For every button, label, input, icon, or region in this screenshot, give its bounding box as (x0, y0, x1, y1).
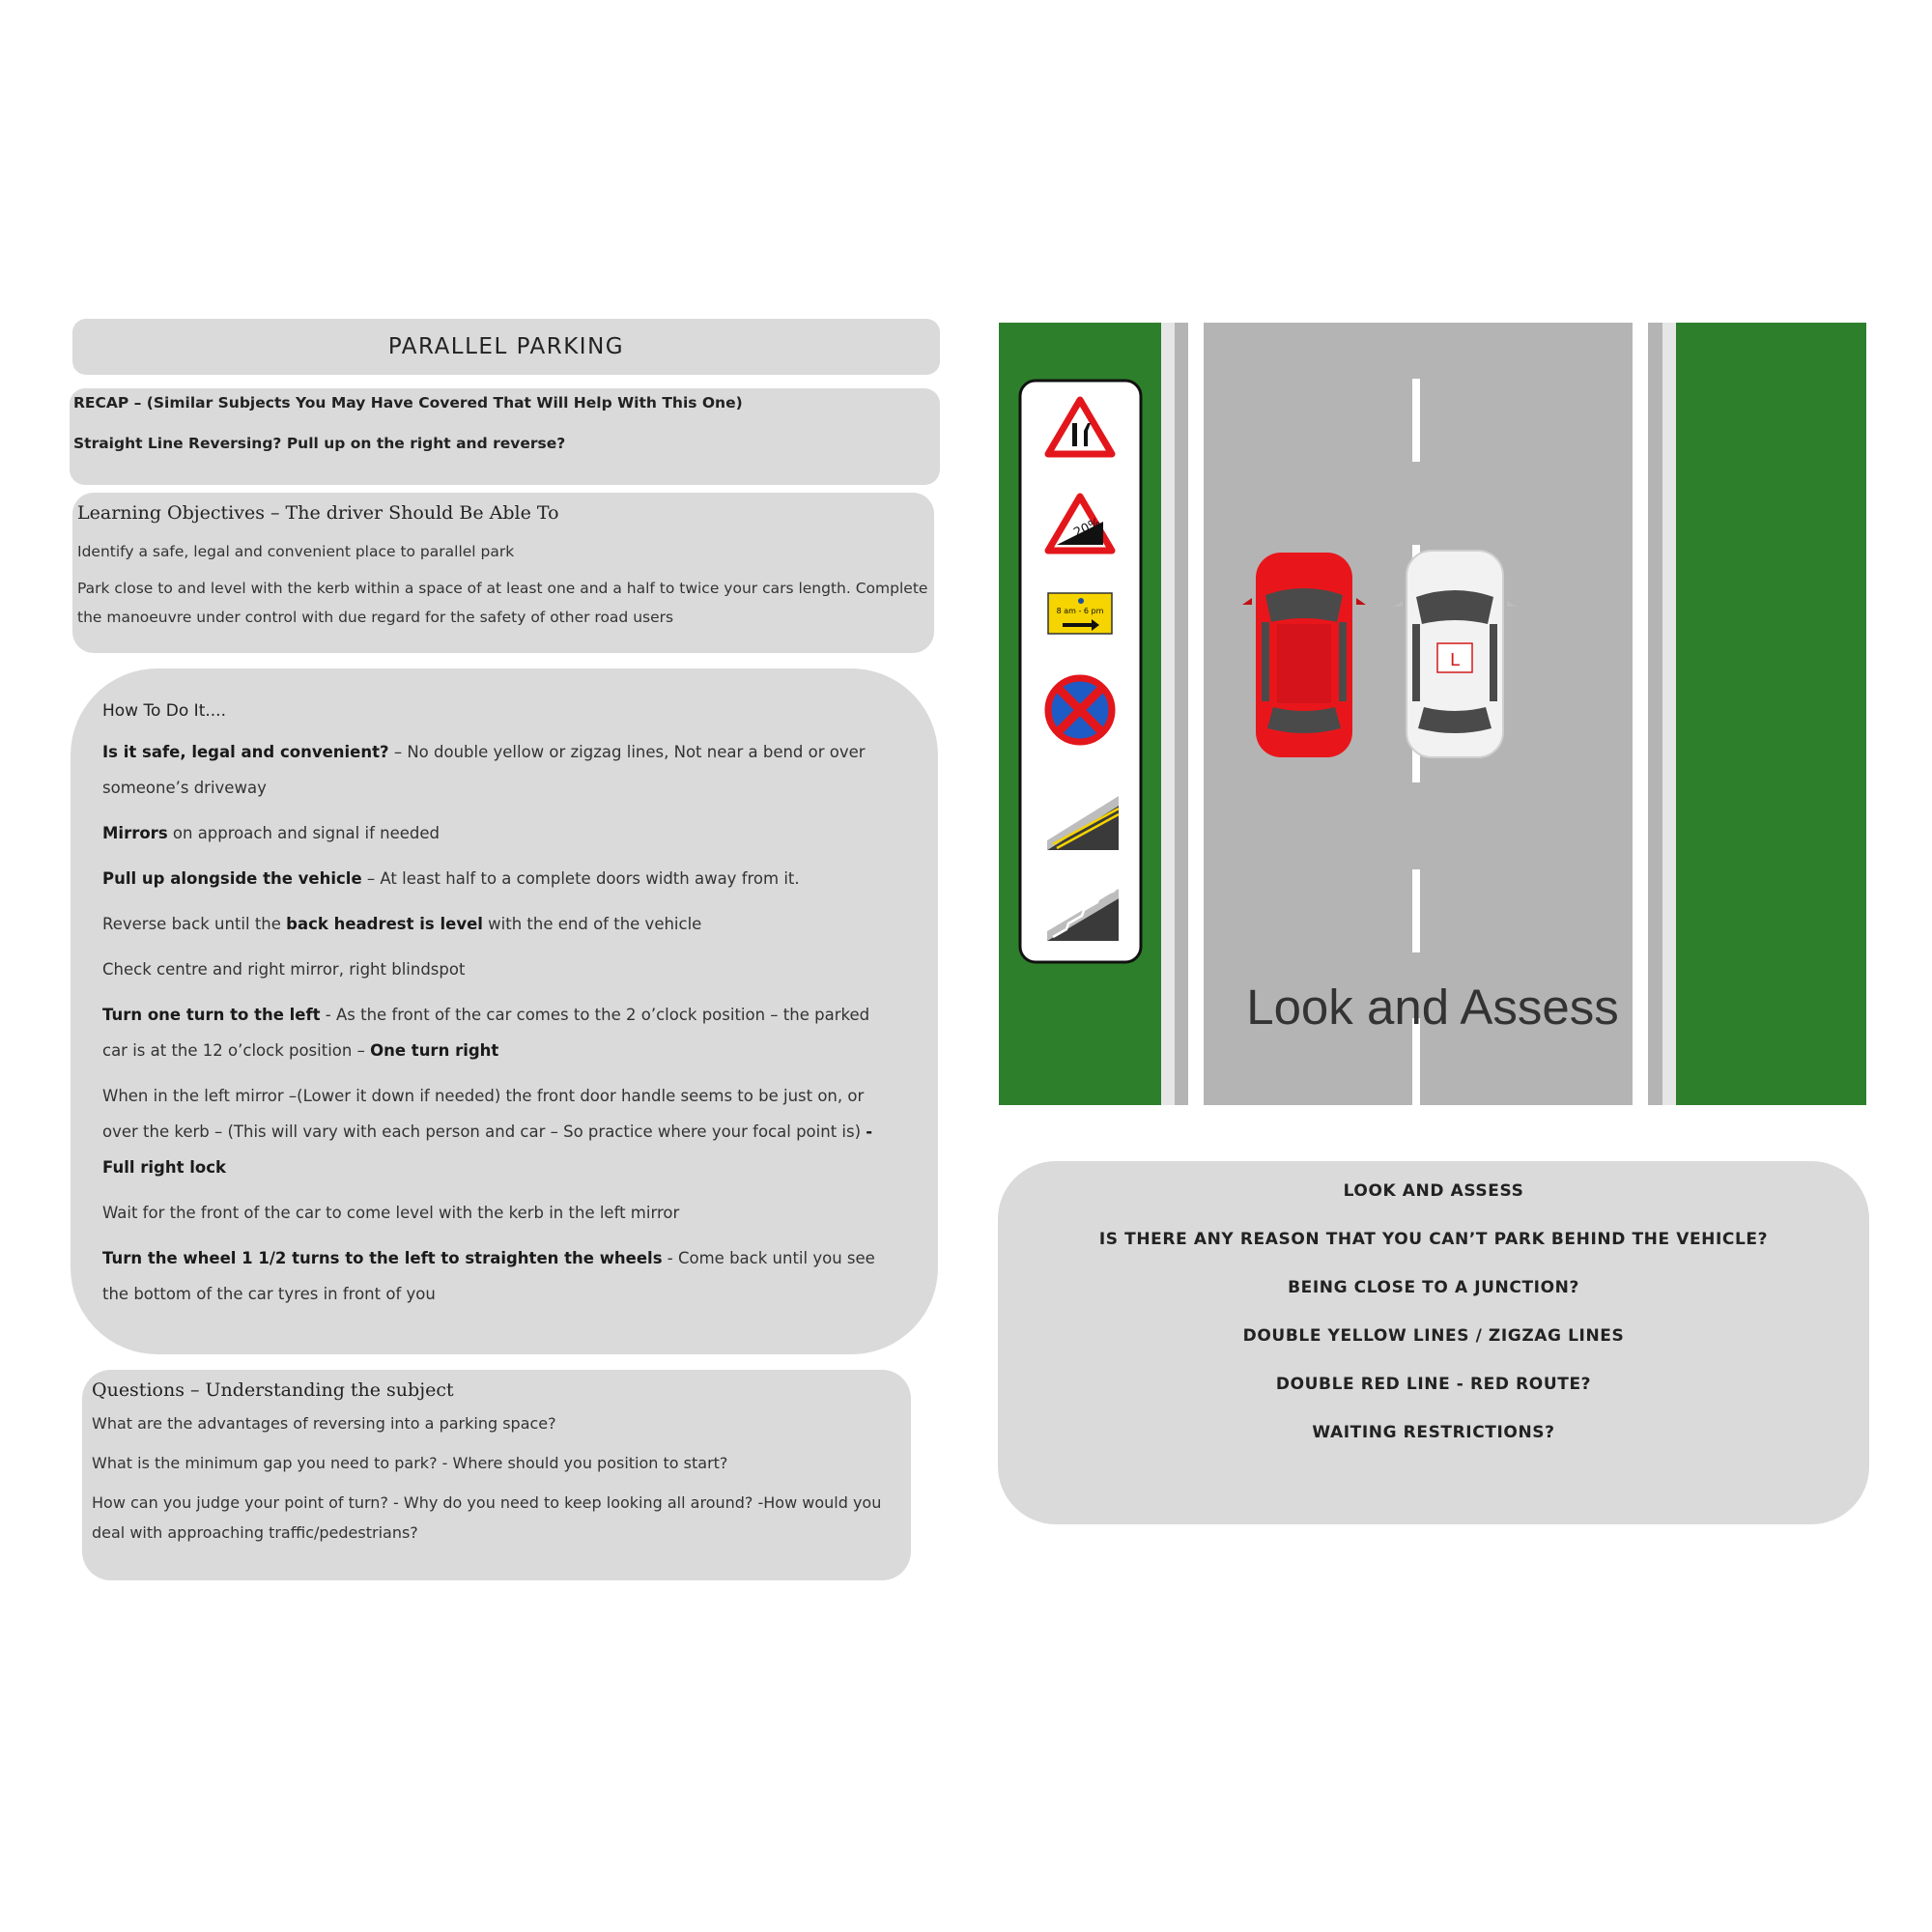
howto-step: Mirrors on approach and signal if needed (102, 815, 899, 851)
right-kerb-line (1633, 323, 1648, 1105)
diagram-caption: Look and Assess (1246, 980, 1619, 1035)
centre-line-dash (1412, 379, 1420, 462)
howto-step-emphasis: Pull up alongside the vehicle (102, 869, 362, 888)
assess-item: BEING CLOSE TO A JUNCTION? (1288, 1278, 1579, 1297)
white-learner-car: L (1393, 550, 1517, 758)
howto-step-emphasis: back headrest is level (286, 915, 483, 933)
learner-plate (1436, 642, 1473, 673)
howto-step: Is it safe, legal and convenient? – No d… (102, 734, 899, 806)
assess-item: LOOK AND ASSESS (1343, 1181, 1524, 1201)
objective-item: Identify a safe, legal and convenient pl… (77, 543, 515, 560)
howto-step-text: on approach and signal if needed (167, 824, 440, 842)
howto-step-emphasis: Is it safe, legal and convenient? (102, 743, 389, 761)
howto-step: Turn one turn to the left - As the front… (102, 997, 899, 1068)
steep-hill-sign-icon: 20% (1044, 493, 1116, 554)
assess-item: DOUBLE YELLOW LINES / ZIGZAG LINES (1242, 1326, 1625, 1346)
howto-step-text: Check centre and right mirror, right bli… (102, 960, 466, 979)
howto-step: Check centre and right mirror, right bli… (102, 952, 899, 987)
howto-step: Turn the wheel 1 1/2 turns to the left t… (102, 1240, 899, 1312)
objectives-heading: Learning Objectives – The driver Should … (77, 502, 559, 524)
question-item: What are the advantages of reversing int… (92, 1414, 556, 1433)
objectives-panel: Learning Objectives – The driver Should … (72, 493, 934, 653)
sign-board (1018, 379, 1143, 964)
assess-item: DOUBLE RED LINE - RED ROUTE? (1275, 1375, 1592, 1394)
howto-step-text: Reverse back until the (102, 915, 287, 933)
learner-plate-letter: L (1450, 650, 1460, 670)
howto-step: Wait for the front of the car to come le… (102, 1195, 899, 1231)
questions-panel: Questions – Understanding the subject Wh… (82, 1370, 911, 1580)
howto-heading: How To Do It.... (102, 701, 226, 721)
recap-item: Straight Line Reversing? Pull up on the … (73, 435, 566, 452)
questions-heading: Questions – Understanding the subject (92, 1379, 454, 1401)
assess-panel: LOOK AND ASSESS IS THERE ANY REASON THAT… (998, 1161, 1869, 1524)
howto-step-emphasis: Turn the wheel 1 1/2 turns to the left t… (102, 1249, 663, 1267)
howto-step-emphasis: - Full right lock (102, 1122, 873, 1177)
howto-step-text: with the end of the vehicle (482, 915, 702, 933)
page-title: PARALLEL PARKING (387, 334, 625, 359)
howto-step-text: Wait for the front of the car to come le… (102, 1204, 680, 1222)
howto-step: Reverse back until the back headrest is … (102, 906, 899, 942)
time-plate-sign-icon: 8 am - 6 pm (1047, 592, 1113, 635)
road-narrows-sign-icon (1044, 396, 1116, 458)
yellow-lines-icon (1047, 796, 1120, 850)
assess-item: IS THERE ANY REASON THAT YOU CAN’T PARK … (1098, 1230, 1769, 1249)
recap-heading: RECAP – (Similar Subjects You May Have C… (73, 394, 743, 412)
road-diagram: 20% 8 am - 6 pm (999, 323, 1866, 1105)
howto-steps: Is it safe, legal and convenient? – No d… (102, 734, 899, 1312)
assess-item: WAITING RESTRICTIONS? (1312, 1423, 1555, 1442)
red-car (1242, 553, 1366, 757)
howto-step-text: - As the front of the car comes to the 2… (102, 1006, 870, 1060)
howto-step: When in the left mirror –(Lower it down … (102, 1078, 899, 1185)
zigzag-lines-icon (1047, 889, 1119, 941)
left-kerb-line (1188, 323, 1204, 1105)
recap-panel: RECAP – (Similar Subjects You May Have C… (70, 388, 940, 485)
question-item: How can you judge your point of turn? - … (92, 1493, 882, 1542)
title-banner: PARALLEL PARKING (72, 319, 940, 375)
howto-step: Pull up alongside the vehicle – At least… (102, 861, 899, 896)
howto-panel: How To Do It.... Is it safe, legal and c… (71, 668, 938, 1354)
howto-step-text: – At least half to a complete doors widt… (361, 869, 800, 888)
sign-time-text: 8 am - 6 pm (1057, 607, 1104, 615)
howto-step-text: When in the left mirror –(Lower it down … (102, 1087, 867, 1141)
howto-step-text: – No double yellow or zigzag lines, Not … (102, 743, 866, 797)
no-stopping-sign-icon (1044, 674, 1116, 746)
question-item: What is the minimum gap you need to park… (92, 1454, 728, 1472)
howto-step-emphasis: Mirrors (102, 824, 168, 842)
howto-step-emphasis: One turn right (370, 1041, 499, 1060)
howto-step-emphasis: Turn one turn to the left (102, 1006, 321, 1024)
howto-step-text: - Come back until you see the bottom of … (102, 1249, 875, 1303)
objective-item: Park close to and level with the kerb wi… (77, 580, 928, 626)
centre-line-dash (1412, 1018, 1420, 1105)
centre-line-dash (1412, 869, 1420, 952)
